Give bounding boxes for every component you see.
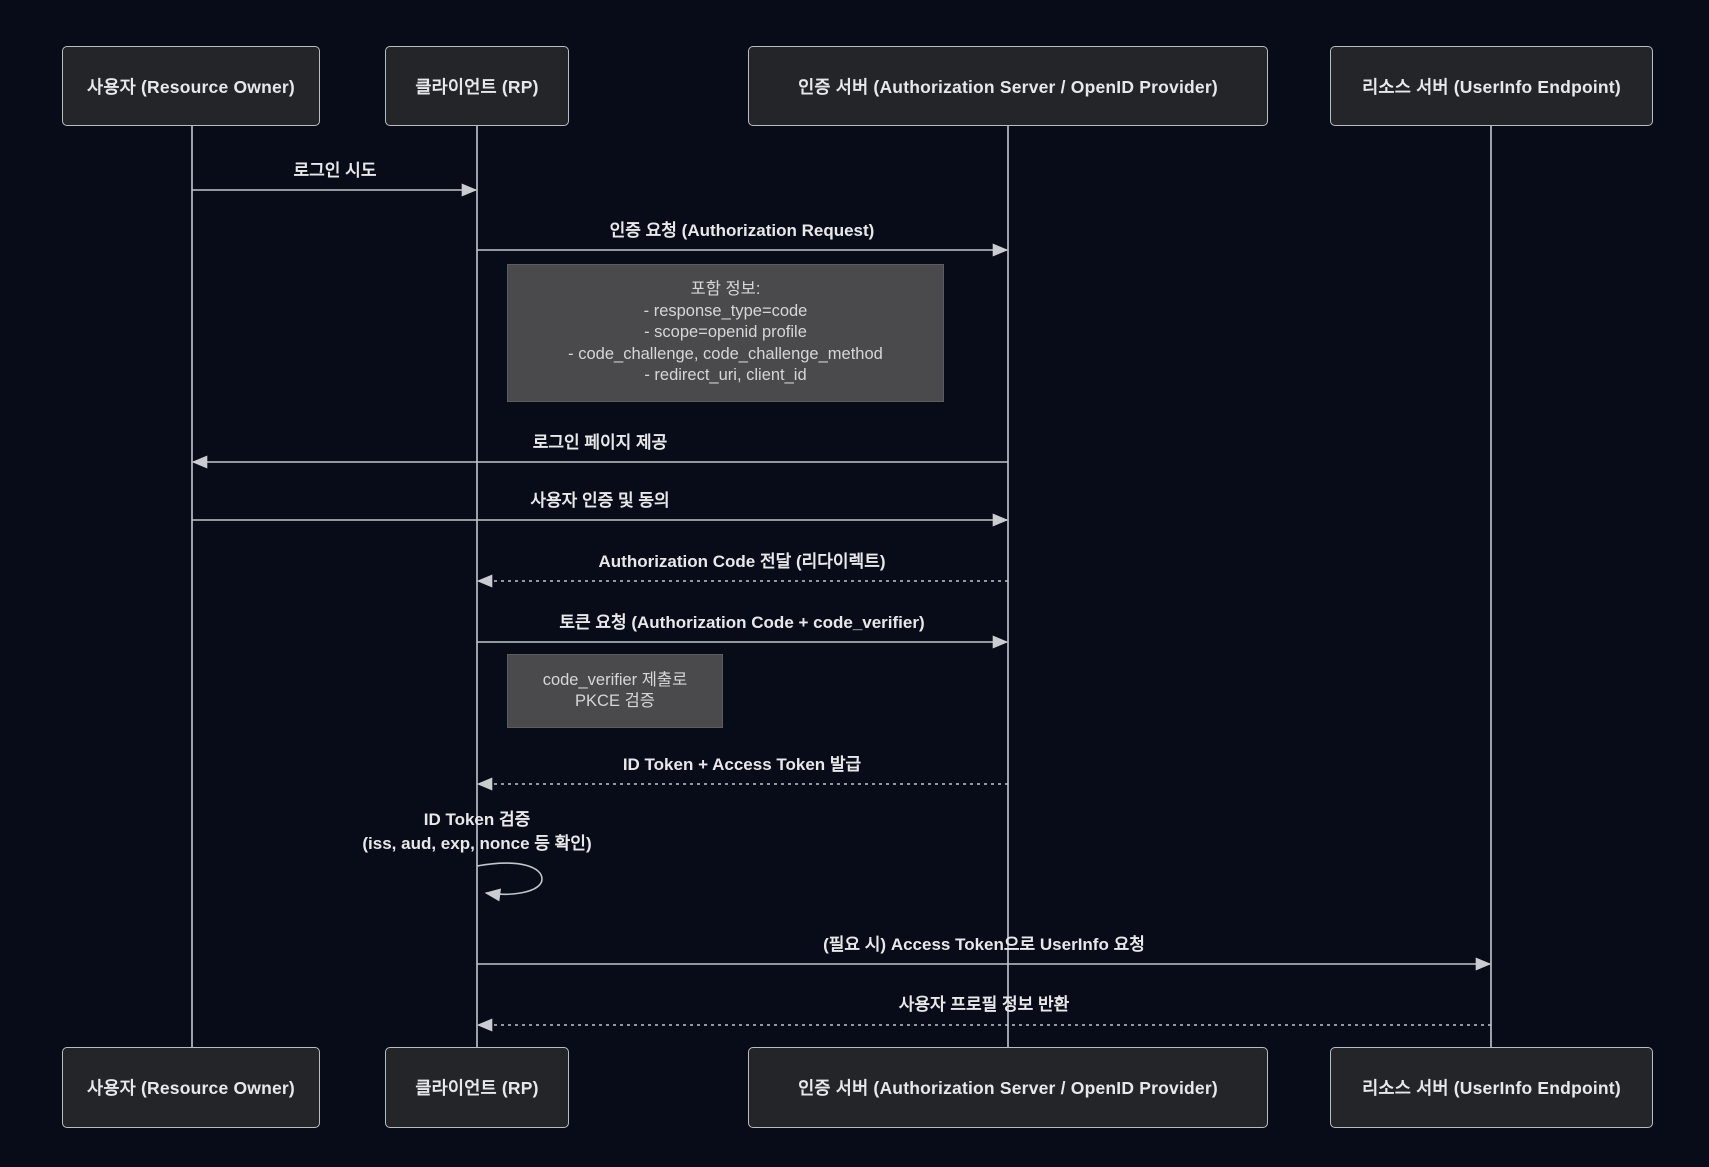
message-label-login-attempt: 로그인 시도 [293, 161, 377, 180]
note-line: - response_type=code [643, 301, 808, 320]
note-line: code_verifier 제출로 [542, 670, 688, 689]
actor-top-authsrv: 인증 서버 (Authorization Server / OpenID Pro… [748, 46, 1268, 126]
arrow-self-validate [476, 862, 543, 902]
note-line: - scope=openid profile [644, 323, 807, 342]
message-label-auth-request: 인증 요청 (Authorization Request) [609, 221, 875, 240]
message-label-login-page: 로그인 페이지 제공 [532, 433, 668, 452]
note-pkce-verification: code_verifier 제출로 PKCE 검증 [507, 654, 723, 728]
actor-label: 클라이언트 (RP) [415, 76, 539, 97]
actor-label: 인증 서버 (Authorization Server / OpenID Pro… [798, 76, 1218, 97]
actor-label: 인증 서버 (Authorization Server / OpenID Pro… [798, 1078, 1218, 1098]
actor-label: 리소스 서버 (UserInfo Endpoint) [1362, 76, 1621, 97]
message-label-token-request: 토큰 요청 (Authorization Code + code_verifie… [559, 613, 925, 632]
note-line: PKCE 검증 [575, 692, 655, 710]
note-line: - redirect_uri, client_id [644, 366, 807, 385]
actor-label: 클라이언트 (RP) [415, 1078, 539, 1098]
message-label-user-consent: 사용자 인증 및 동의 [530, 491, 670, 510]
actor-label: 사용자 (Resource Owner) [87, 76, 295, 97]
message-label-profile-return: 사용자 프로필 정보 반환 [898, 995, 1070, 1014]
actor-top-user: 사용자 (Resource Owner) [62, 46, 320, 126]
actor-bottom-resource: 리소스 서버 (UserInfo Endpoint) [1330, 1047, 1653, 1128]
note-authorization-request-params: 포함 정보: - response_type=code - scope=open… [507, 264, 944, 402]
message-label-auth-code: Authorization Code 전달 (리다이렉트) [598, 552, 886, 571]
self-message-line2: (iss, aud, exp, nonce 등 확인) [362, 834, 592, 853]
message-label-self-validate: ID Token 검증 (iss, aud, exp, nonce 등 확인) [362, 808, 591, 856]
actor-label: 리소스 서버 (UserInfo Endpoint) [1362, 1078, 1621, 1098]
actor-bottom-authsrv: 인증 서버 (Authorization Server / OpenID Pro… [748, 1047, 1268, 1128]
message-label-token-issue: ID Token + Access Token 발급 [622, 755, 862, 774]
note-line: 포함 정보: [690, 280, 761, 299]
actor-top-resource: 리소스 서버 (UserInfo Endpoint) [1330, 46, 1653, 126]
message-label-userinfo-request: (필요 시) Access Token으로 UserInfo 요청 [823, 935, 1145, 954]
actor-label: 사용자 (Resource Owner) [87, 1078, 295, 1098]
actor-top-client: 클라이언트 (RP) [385, 46, 569, 126]
note-line: - code_challenge, code_challenge_method [568, 344, 883, 363]
self-message-line1: ID Token 검증 [423, 810, 531, 829]
actor-bottom-client: 클라이언트 (RP) [385, 1047, 569, 1128]
actor-bottom-user: 사용자 (Resource Owner) [62, 1047, 320, 1128]
